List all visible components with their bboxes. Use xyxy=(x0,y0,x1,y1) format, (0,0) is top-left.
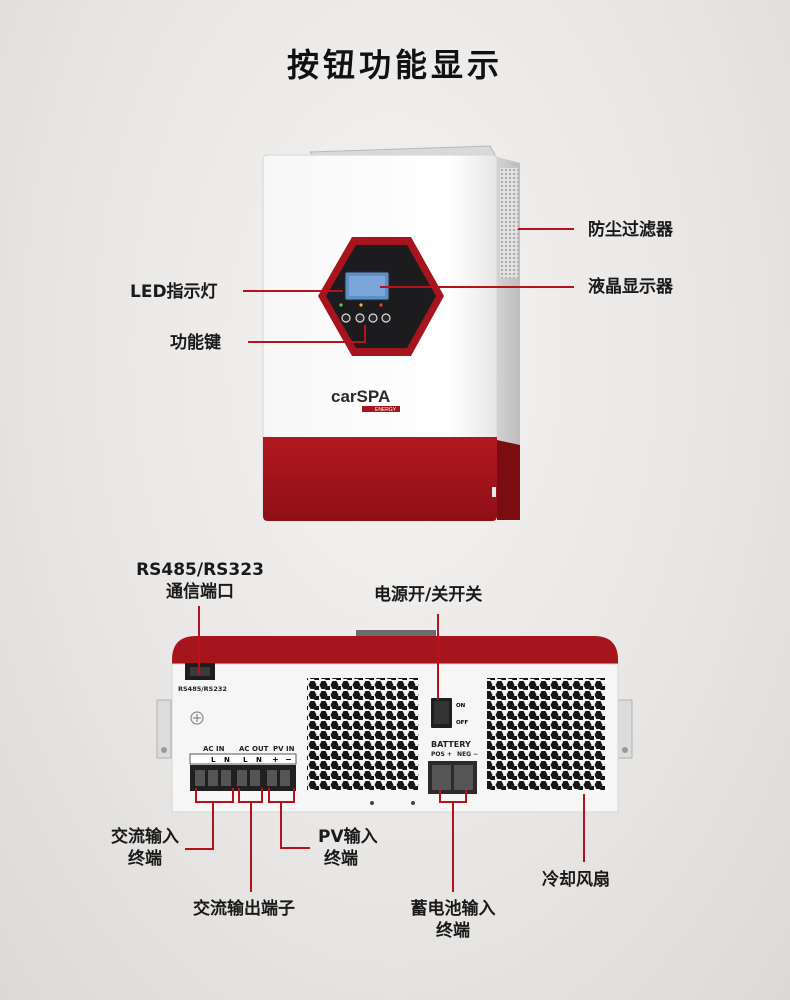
label-battery-line2: 终端 xyxy=(436,921,470,941)
svg-text:PV IN: PV IN xyxy=(273,745,295,753)
label-function-keys: 功能键 xyxy=(170,333,221,353)
svg-text:NEG −: NEG − xyxy=(457,751,478,758)
label-ac-in-line1: 交流输入 xyxy=(111,827,179,847)
label-rs485: RS485/RS323 通信端口 xyxy=(125,559,275,603)
label-ac-out: 交流输出端子 xyxy=(193,899,295,919)
svg-text:N: N xyxy=(224,756,230,764)
label-dust-filter: 防尘过滤器 xyxy=(588,220,673,240)
label-pv-in-line1: PV输入 xyxy=(318,827,378,847)
label-fan: 冷却风扇 xyxy=(542,870,610,890)
label-lcd: 液晶显示器 xyxy=(588,277,673,297)
label-ac-in-line2: 终端 xyxy=(128,849,162,869)
svg-text:AC OUT: AC OUT xyxy=(239,745,269,753)
page-title: 按钮功能显示 xyxy=(286,46,503,84)
brand-sub: ENERGY xyxy=(375,407,397,413)
cooling-fan-right xyxy=(487,678,605,790)
svg-text:ON: ON xyxy=(456,703,466,709)
svg-text:OFF: OFF xyxy=(456,720,468,726)
label-battery: 蓄电池输入 终端 xyxy=(393,898,513,942)
svg-text:N: N xyxy=(256,756,262,764)
label-ac-in: 交流输入 终端 xyxy=(90,826,200,870)
cooling-fan-left xyxy=(307,678,419,790)
label-battery-line1: 蓄电池输入 xyxy=(410,899,496,919)
svg-text:POS +: POS + xyxy=(431,751,452,758)
svg-text:BATTERY: BATTERY xyxy=(431,740,471,749)
svg-text:L: L xyxy=(243,756,248,764)
label-pv-in: PV输入 终端 xyxy=(318,826,378,870)
dust-filter-vent xyxy=(500,168,518,278)
brand-logo: carSPA xyxy=(331,387,390,406)
svg-text:L: L xyxy=(211,756,216,764)
function-keys xyxy=(341,313,391,323)
ground-icon xyxy=(190,711,204,725)
label-power-switch: 电源开/关开关 xyxy=(374,585,483,605)
label-rs485-line1: RS485/RS323 xyxy=(136,560,264,580)
led-indicator xyxy=(339,303,343,307)
svg-text:−: − xyxy=(285,755,292,764)
rs485-port-label: RS485/RS232 xyxy=(178,685,227,693)
label-pv-in-line2: 终端 xyxy=(324,849,358,869)
red-base xyxy=(263,437,497,521)
label-rs485-line2: 通信端口 xyxy=(166,582,234,602)
label-led: LED指示灯 xyxy=(130,282,218,302)
svg-text:+: + xyxy=(272,755,279,764)
svg-text:AC IN: AC IN xyxy=(203,745,225,753)
